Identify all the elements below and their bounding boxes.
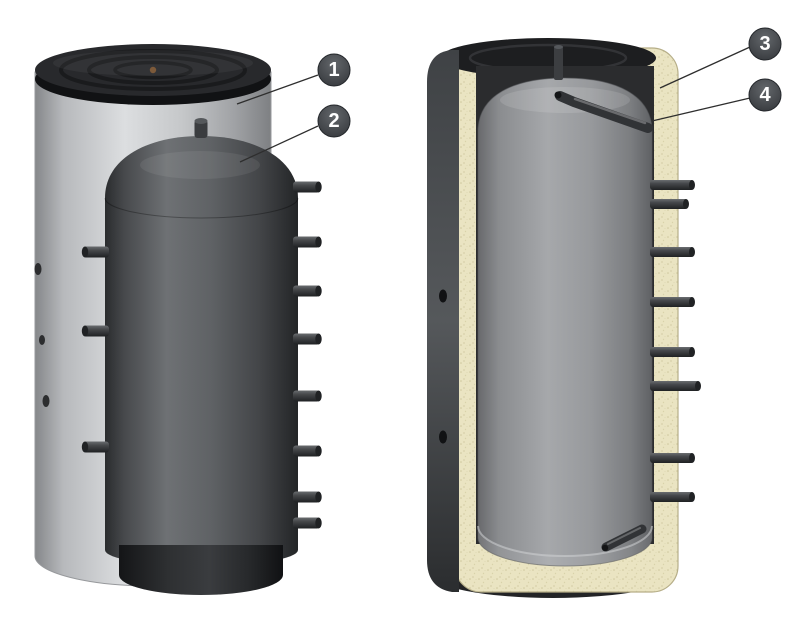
pipe-connection-right — [293, 236, 322, 248]
callout-1: 1 — [317, 53, 351, 87]
pipe-connection-left — [81, 441, 109, 453]
vessel-bottom-dish — [478, 526, 652, 566]
pipe-connection-right — [293, 181, 322, 193]
leader-line-3 — [659, 46, 751, 89]
tank-dome-seam — [104, 197, 299, 219]
exterior-view — [34, 44, 322, 595]
callouts: 1 2 3 4 — [236, 27, 782, 163]
callout-2-label: 2 — [328, 110, 339, 132]
casing-sensor-hole — [39, 335, 45, 345]
pipe-connection-right — [650, 297, 695, 307]
buffer-tank — [81, 118, 322, 595]
tank-top-fitting — [194, 118, 208, 138]
callout-3-label: 3 — [759, 33, 770, 55]
pipe-connection-left — [81, 325, 109, 337]
tank-base-skirt — [119, 545, 283, 595]
lid-groove-middle — [87, 55, 219, 85]
pipe-connection-left — [81, 246, 109, 258]
pipe-connection-right — [650, 180, 695, 190]
inner-vessel — [477, 77, 653, 567]
pipe-connection-right — [293, 517, 322, 529]
leader-line-4 — [651, 97, 751, 122]
pipe-connection-right — [650, 492, 695, 502]
pipe-connection-right — [293, 390, 322, 402]
callout-2: 2 — [317, 104, 351, 138]
vessel-bottom-dish-rim — [477, 525, 653, 557]
pipe-connection-right — [293, 285, 322, 297]
top-connection-stub — [554, 45, 563, 80]
pipe-connection-right — [650, 347, 695, 357]
pipe-connection-right — [650, 453, 695, 463]
casing-sensor-hole — [439, 430, 447, 444]
outer-skin-cut-band — [427, 50, 459, 592]
internal-bottom-pipe — [601, 524, 647, 552]
pipe-connection-right — [293, 333, 322, 345]
casing-sensor-hole — [42, 395, 50, 407]
leader-line-1 — [236, 74, 319, 105]
lid-center-cap — [149, 66, 157, 74]
lid-groove-outer — [59, 49, 247, 91]
callout-4: 4 — [748, 78, 782, 112]
callout-4-label: 4 — [759, 84, 771, 106]
casing-sensor-hole — [34, 263, 42, 275]
callout-1-label: 1 — [328, 59, 339, 81]
pipe-connection-right — [293, 445, 322, 457]
leader-line-2 — [239, 125, 319, 163]
callout-3: 3 — [748, 27, 782, 61]
pipe-connection-right — [650, 199, 689, 209]
lid-sheen — [53, 50, 253, 76]
pipe-connection-right — [293, 491, 322, 503]
internal-top-pipe — [554, 91, 653, 133]
tank-dome-sheen — [140, 151, 260, 179]
cutaway-view — [427, 38, 701, 598]
pipe-connection-right — [650, 247, 695, 257]
tank-body — [105, 136, 298, 566]
pipe-connection-right — [650, 381, 701, 391]
casing-sensor-hole — [439, 289, 447, 303]
lid-groove-inner — [113, 60, 193, 80]
